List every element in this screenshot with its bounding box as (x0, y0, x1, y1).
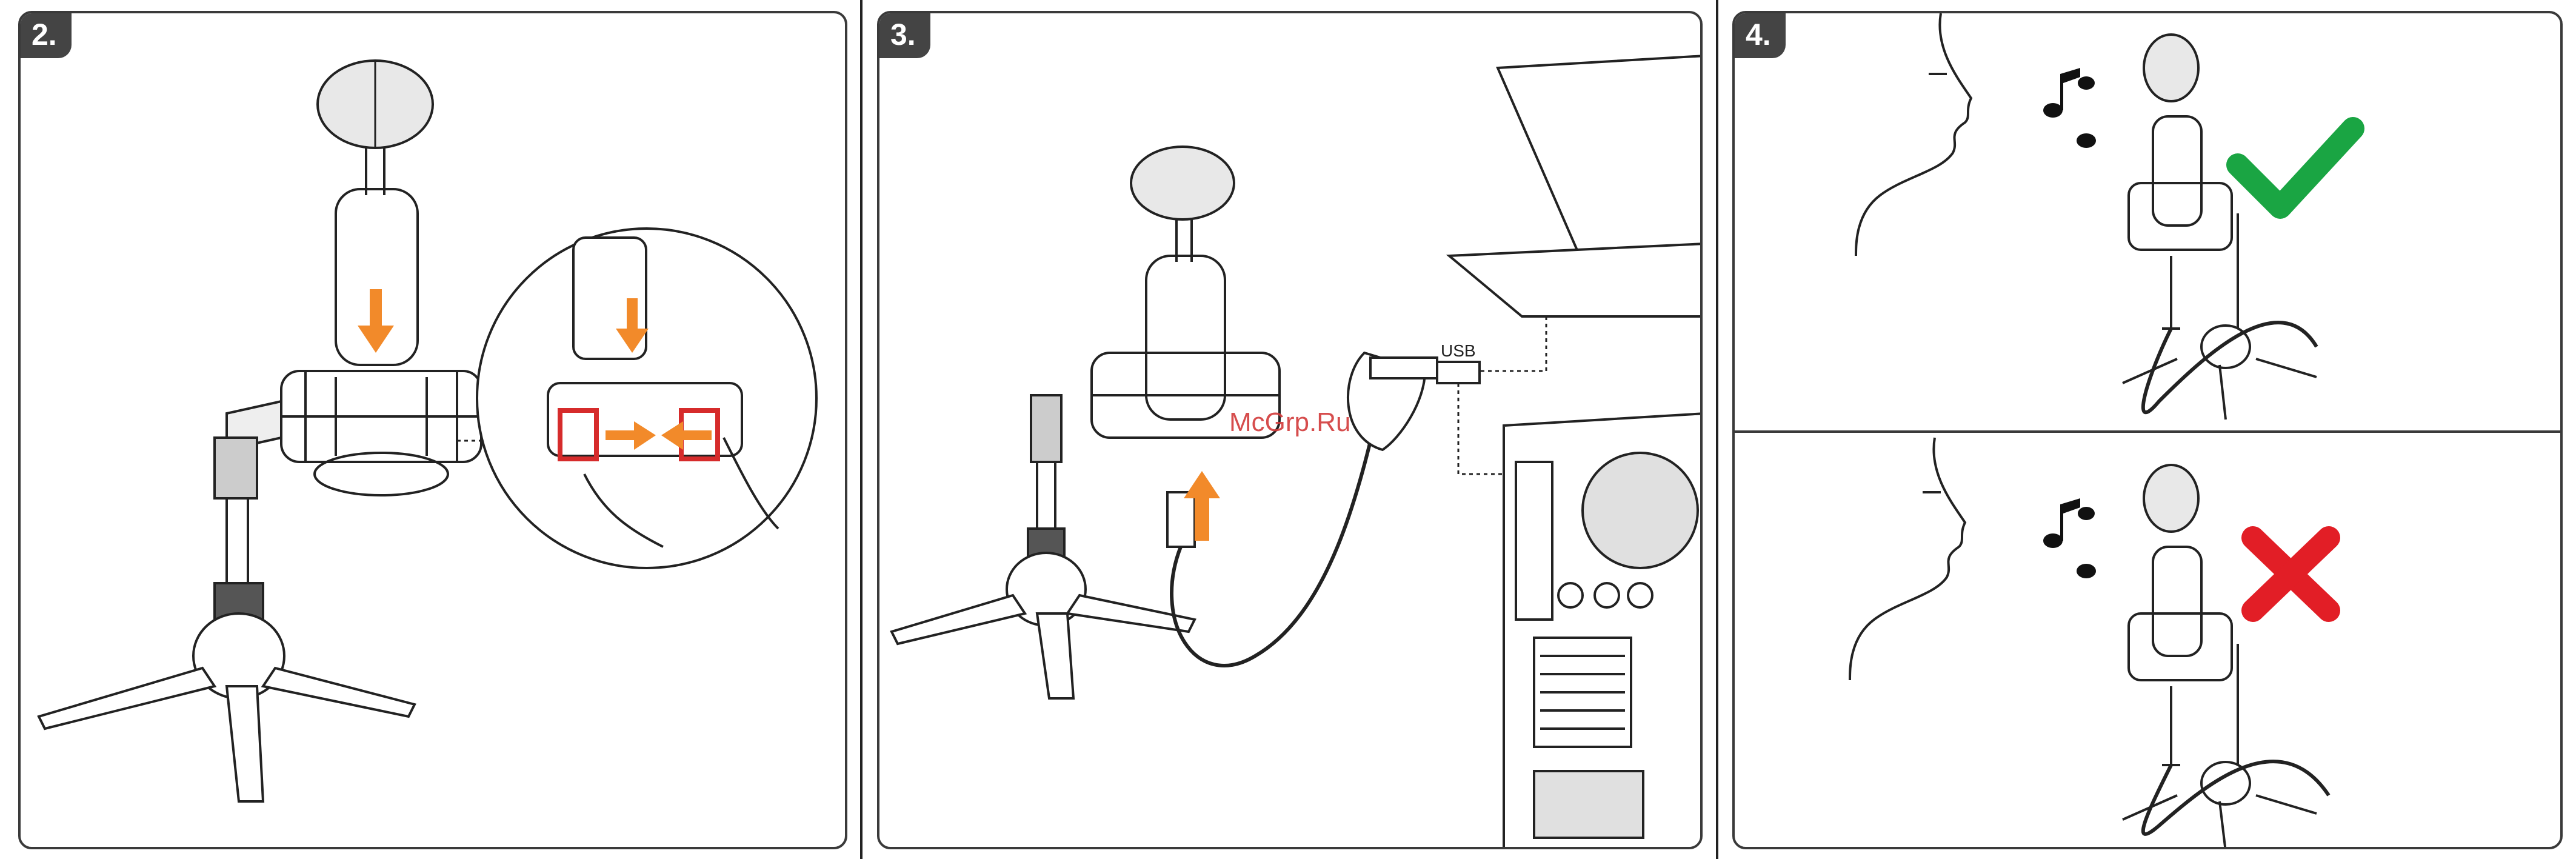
music-note-icon (2043, 68, 2096, 148)
cross-icon (2253, 538, 2329, 610)
tripod-leg-front (227, 686, 263, 801)
mic-grille (2144, 35, 2198, 101)
usb-label: USB (1441, 341, 1476, 360)
step-2-illustration (21, 13, 847, 849)
stand-clamp (215, 438, 257, 498)
music-note-icon (2043, 498, 2096, 578)
watermark-text: McGrp.Ru (1229, 407, 1350, 438)
usb-port (1437, 362, 1480, 383)
usb-plug (1370, 358, 1437, 378)
mic-body (2153, 547, 2201, 656)
panel-divider-2 (1716, 0, 1718, 859)
tripod-leg-right (263, 668, 415, 717)
step-2-panel: 2. (18, 11, 847, 849)
step-4-panel: 4. (1732, 11, 2563, 849)
mic-grille (2144, 465, 2198, 532)
mic-grille (1131, 147, 1234, 219)
face-profile (1850, 438, 1965, 680)
tripod-leg-left (39, 668, 215, 729)
laptop-base (1449, 244, 1703, 316)
panel-divider-1 (860, 0, 863, 859)
step-4-illustration (1735, 13, 2563, 849)
stand-pole (1037, 462, 1055, 529)
incorrect-usage (1850, 438, 2329, 849)
correct-usage (1856, 13, 2317, 419)
face-profile (1856, 13, 1971, 256)
checkmark-icon (2238, 129, 2353, 207)
stand-pole (227, 498, 248, 583)
mic-body (2153, 116, 2201, 226)
